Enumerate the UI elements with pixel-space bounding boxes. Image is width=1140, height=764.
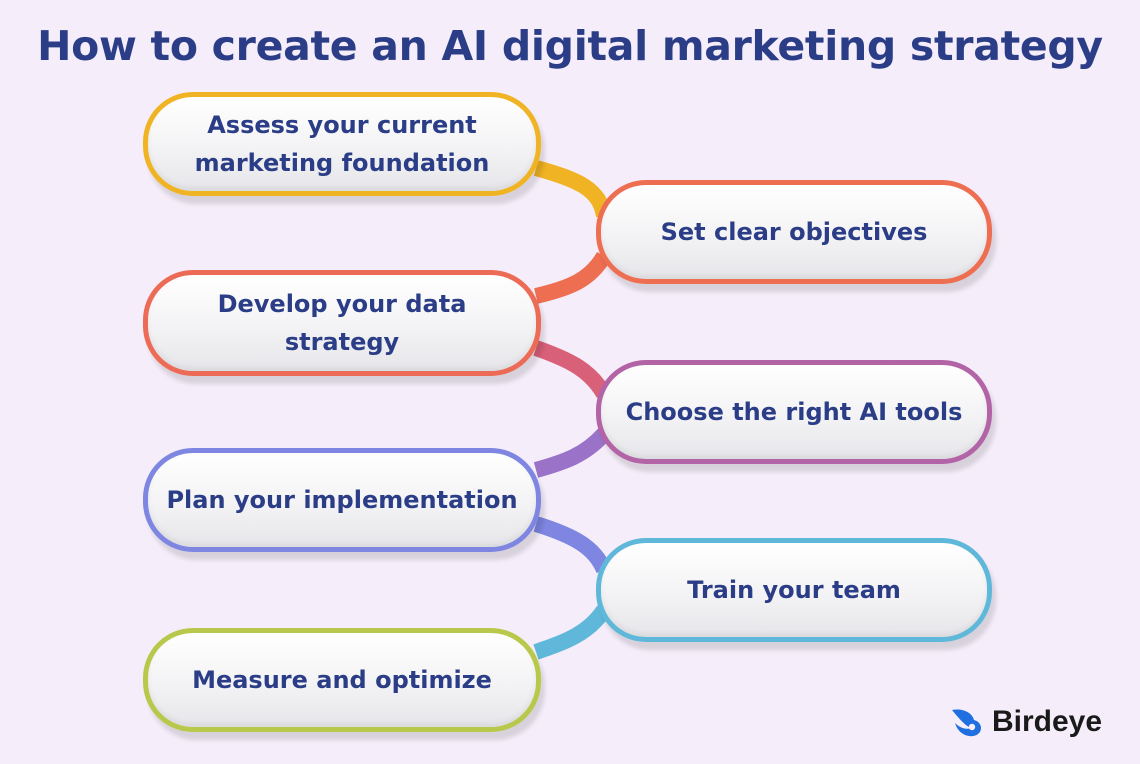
step-2-label: Set clear objectives (660, 218, 928, 246)
step-5-pill: Plan your implementation (143, 448, 541, 552)
connector-6-7 (533, 605, 611, 660)
step-1-label: Assess your current marketing foundation (194, 111, 490, 177)
step-5-label: Plan your implementation (166, 486, 518, 514)
step-4-label: Choose the right AI tools (625, 398, 963, 426)
connector-3-4 (533, 340, 611, 399)
brand-name: Birdeye (992, 705, 1103, 738)
step-6-pill: Train your team (596, 538, 992, 642)
step-1-pill: Assess your current marketing foundation (143, 92, 541, 196)
connector-5-6 (533, 516, 612, 574)
step-3-pill: Develop your data strategy (143, 270, 541, 376)
step-2-pill: Set clear objectives (596, 180, 992, 284)
page-title: How to create an AI digital marketing st… (37, 22, 1103, 70)
step-6-label: Train your team (687, 576, 901, 604)
connector-2-3 (534, 251, 611, 304)
step-3-label: Develop your data strategy (217, 290, 467, 356)
connector-1-2 (533, 160, 612, 218)
step-7-label: Measure and optimize (192, 666, 492, 694)
step-7-pill: Measure and optimize (143, 628, 541, 732)
connector-4-5 (533, 428, 610, 478)
birdeye-logo: Birdeye (948, 704, 1102, 740)
bird-logo-icon (952, 709, 981, 737)
step-4-pill: Choose the right AI tools (596, 360, 992, 464)
